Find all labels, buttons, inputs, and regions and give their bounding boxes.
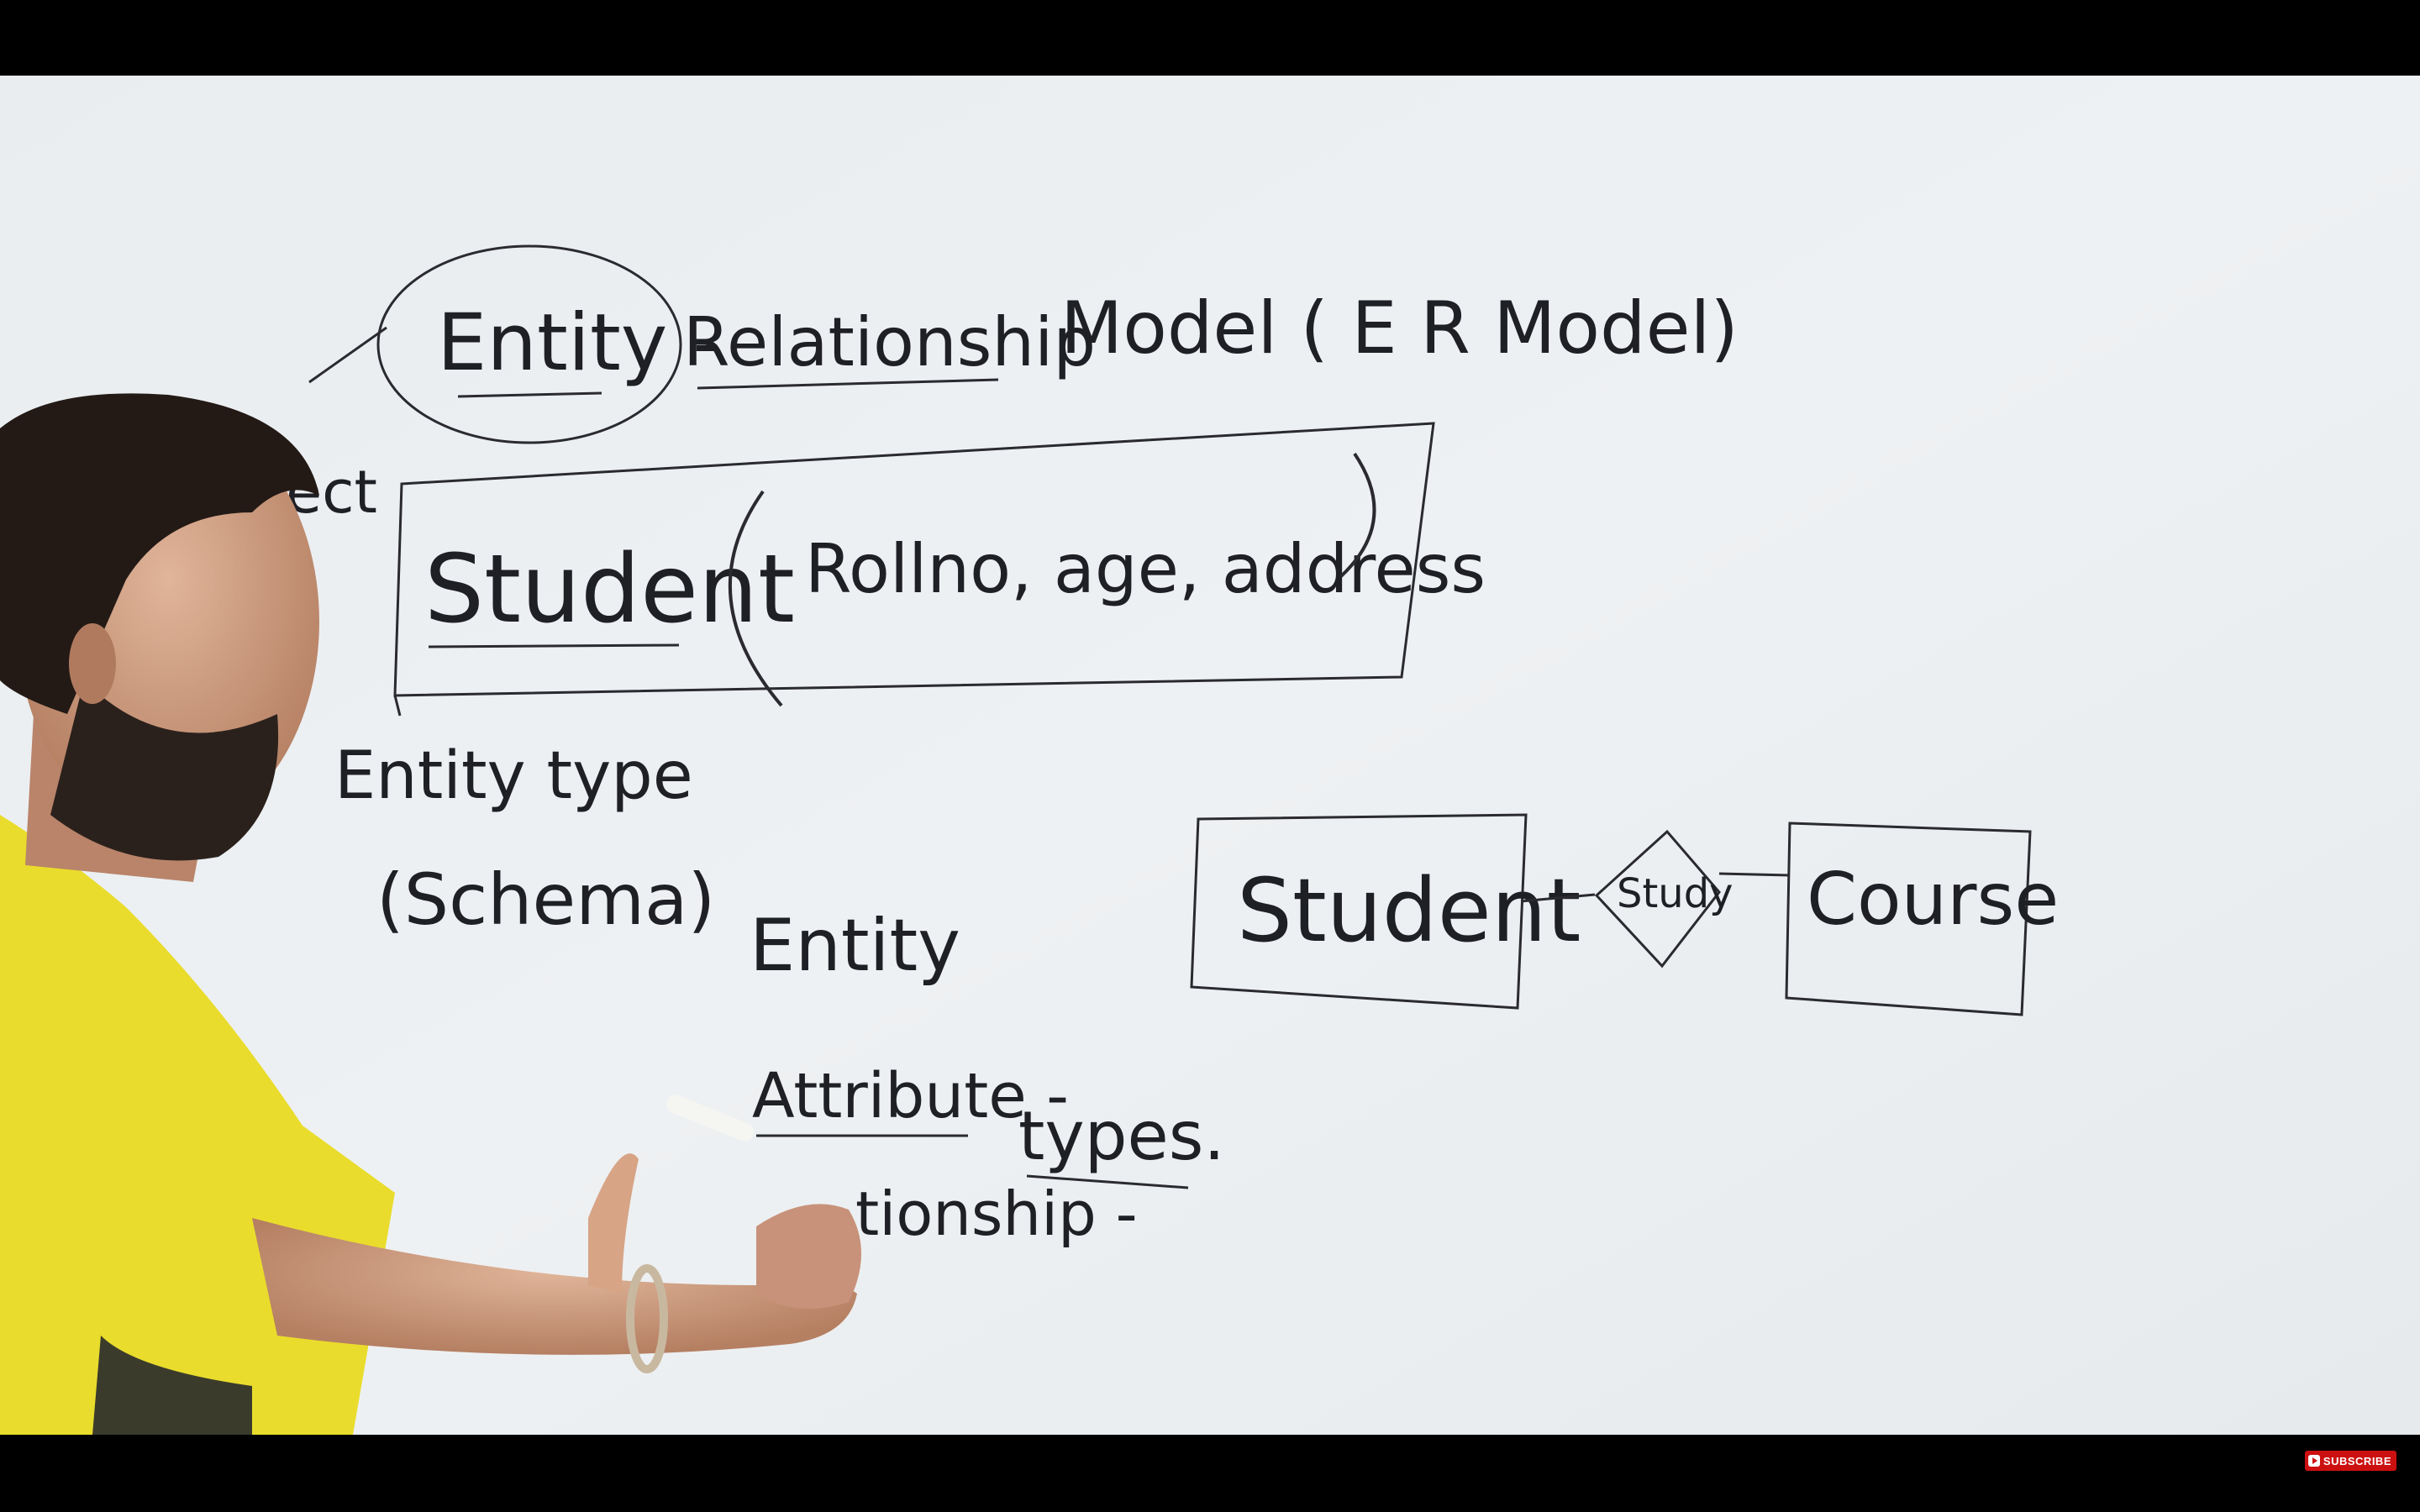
diagram-study-label: Study bbox=[1617, 870, 1733, 917]
schema-entity-underline bbox=[428, 643, 680, 648]
video-frame[interactable]: Entity - Relationship Model ( E R Model)… bbox=[0, 76, 2420, 1435]
types-underline bbox=[1026, 1174, 1189, 1189]
presenter-arm bbox=[252, 1218, 857, 1355]
schema-box-group: Student Rollno, age, address bbox=[393, 422, 1486, 717]
presenter-raised-fingers bbox=[588, 1153, 639, 1294]
entity-circle bbox=[376, 244, 682, 444]
schema-entity-name: Student bbox=[424, 535, 795, 644]
schema-label: (Schema) bbox=[376, 858, 715, 941]
marker bbox=[666, 1095, 755, 1142]
subscribe-label: SUBSCRIBE bbox=[2323, 1454, 2391, 1467]
title-group: Entity - Relationship Model ( E R Model) bbox=[308, 244, 1739, 444]
presenter-ear bbox=[69, 623, 116, 704]
topic-entity: Entity bbox=[750, 904, 960, 988]
diagram-student-box bbox=[1190, 813, 1528, 1010]
entity-type-label: Entity type bbox=[334, 738, 693, 814]
entity-pointer-line bbox=[308, 326, 387, 384]
relationship-underline bbox=[697, 378, 999, 390]
topic-relationship: tionship - bbox=[855, 1179, 1138, 1249]
whiteboard-scene: Entity - Relationship Model ( E R Model)… bbox=[0, 76, 2420, 1435]
schema-open-paren bbox=[728, 490, 783, 707]
letterbox-bottom bbox=[0, 1435, 2420, 1512]
title-word-entity: Entity - bbox=[437, 297, 721, 389]
topic-attribute: Attribute - bbox=[752, 1060, 1069, 1132]
schema-box bbox=[393, 422, 1435, 697]
presenter bbox=[0, 393, 861, 1435]
diagram-left-connector bbox=[1520, 893, 1596, 903]
diagram-student-label: Student bbox=[1237, 859, 1581, 962]
schema-attributes: Rollno, age, address bbox=[805, 530, 1486, 608]
presenter-bracelet bbox=[626, 1264, 668, 1373]
presenter-hand bbox=[756, 1204, 861, 1309]
schema-box-tick bbox=[393, 695, 402, 717]
play-icon bbox=[2307, 1455, 2320, 1467]
er-diagram: Student Study Course bbox=[1190, 813, 2059, 1016]
whiteboard-background bbox=[0, 76, 2420, 1435]
presenter-beard bbox=[50, 680, 279, 861]
diagram-right-connector bbox=[1718, 872, 1791, 877]
topic-types: types. bbox=[1018, 1097, 1225, 1175]
schema-close-paren bbox=[1339, 452, 1376, 578]
entity-underline bbox=[457, 391, 602, 398]
letterbox-top bbox=[0, 0, 2420, 76]
diagram-course-box bbox=[1785, 822, 2032, 1016]
diagram-study-diamond bbox=[1594, 829, 1721, 969]
title-word-relationship: Relationship bbox=[683, 303, 1096, 381]
subscribe-button[interactable]: SUBSCRIBE bbox=[2304, 1451, 2396, 1471]
title-model-text: Model ( E R Model) bbox=[1060, 286, 1739, 370]
presenter-lower-garment bbox=[92, 1336, 252, 1435]
diagram-course-label: Course bbox=[1807, 858, 2059, 942]
